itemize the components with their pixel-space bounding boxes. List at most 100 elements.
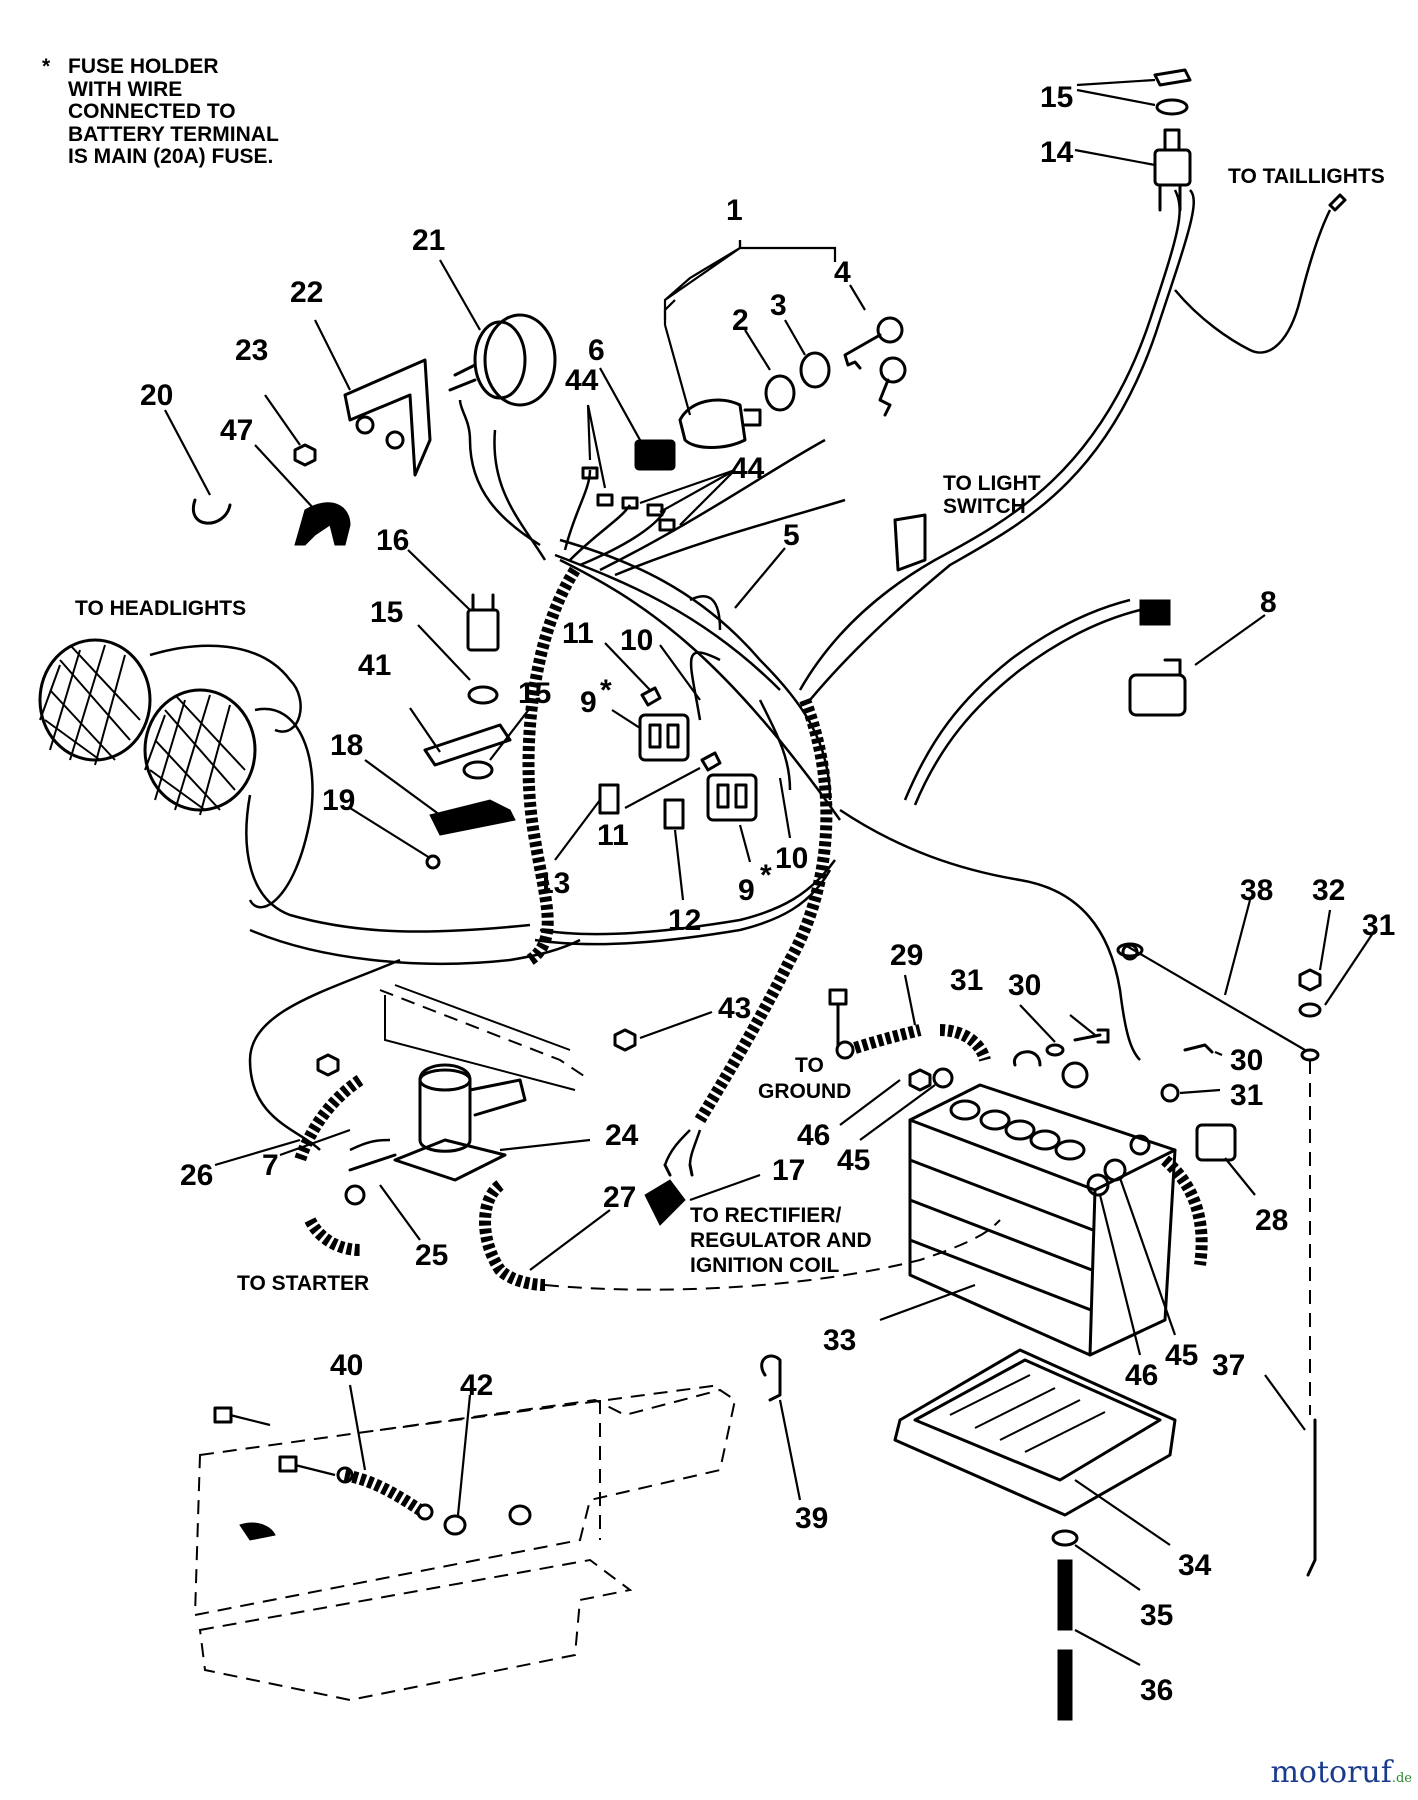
leader-29	[903, 974, 917, 1026]
fuse-clip-11-lower	[700, 751, 722, 772]
solenoid-assembly	[294, 984, 1001, 1291]
leader-30-top	[1069, 1014, 1096, 1036]
fuse-holder-9-lower	[706, 773, 758, 822]
cap-top	[1061, 1061, 1089, 1089]
washer-35	[1051, 1529, 1079, 1547]
ignition-switch-stem	[743, 408, 762, 427]
light-switch-assembly	[893, 513, 1187, 717]
leader-15-lower	[489, 707, 531, 761]
battery-33-corner	[1088, 1188, 1097, 1357]
nut-15-lower-mid	[462, 760, 494, 780]
washer-45-left	[932, 1067, 954, 1089]
rod-38-eye	[1116, 942, 1144, 958]
fuse-clip-11-upper	[640, 686, 662, 707]
harness-branch-meter-2	[493, 429, 547, 561]
key-1-head	[876, 316, 904, 344]
leader-1-bracket	[663, 240, 837, 320]
leader-11-upper	[604, 642, 651, 691]
label-to-rectifier-2: REGULATOR AND	[690, 1229, 872, 1252]
callout-18: 18	[330, 729, 363, 762]
leader-45-left	[859, 1084, 936, 1141]
callout-45-left: 45	[837, 1144, 870, 1177]
washer-2	[764, 374, 796, 412]
harness-taillight-lead	[1174, 209, 1332, 354]
cable-29	[853, 1024, 922, 1054]
switch-14-stem	[1163, 128, 1181, 152]
destination-labels: TO TAILLIGHTS TO LIGHT SWITCH TO HEADLIG…	[75, 165, 1385, 1295]
watermark-tld: .de	[1391, 1771, 1412, 1786]
rectifier-connector	[644, 1163, 694, 1226]
callout-31-mid: 31	[1230, 1079, 1263, 1112]
harness-branch-8b	[913, 608, 1141, 806]
callout-15-mid: 15	[370, 596, 403, 629]
nut-3	[799, 351, 831, 389]
ignition-switch-assembly	[634, 316, 907, 471]
headlight-feed-2	[249, 928, 581, 965]
leader-31-mid	[1179, 1088, 1221, 1095]
washer-42	[443, 1514, 467, 1536]
leader-44-upper	[586, 404, 607, 489]
leader-2	[744, 329, 771, 371]
callout-43: 43	[718, 992, 751, 1025]
rod-37	[1306, 1418, 1317, 1577]
leader-3	[784, 319, 806, 356]
leader-46-left	[839, 1079, 901, 1126]
terminals-44	[581, 466, 676, 532]
harness-taillight-run-2	[809, 189, 1195, 701]
leader-26	[214, 1138, 301, 1167]
leader-40	[348, 1384, 367, 1471]
cable-40	[343, 1469, 424, 1515]
headlight-left-grille	[39, 644, 141, 766]
harness-branch-light-switch	[599, 438, 826, 572]
leader-23	[264, 394, 301, 446]
battery-cap-3	[1004, 1119, 1036, 1141]
leader-42	[456, 1394, 472, 1516]
leader-18	[364, 759, 441, 816]
switch-8-plug	[1139, 599, 1171, 626]
callout-12: 12	[668, 904, 701, 937]
leader-44-right	[639, 468, 736, 526]
terminal-lug-top	[1129, 1134, 1151, 1156]
callout-8: 8	[1260, 586, 1277, 619]
light-switch-connector	[893, 513, 927, 572]
watermark-brand: motoruf	[1270, 1755, 1392, 1790]
fuse-12	[663, 798, 685, 830]
leader-20	[164, 409, 211, 496]
cable-27-route	[544, 1219, 1001, 1291]
small-hardware-left	[191, 443, 351, 546]
leader-15-mid	[417, 624, 471, 681]
key-2-blade	[878, 378, 892, 417]
sleeve-36-lower	[1057, 1649, 1073, 1721]
bolt-40-lower-head	[278, 1455, 298, 1473]
callout-11-lower: 11	[597, 819, 629, 852]
leader-32	[1318, 909, 1332, 971]
leader-21	[439, 259, 481, 331]
callout-15-right: 15	[518, 677, 551, 710]
callout-42: 42	[460, 1369, 493, 1402]
callout-10-lower: 10	[775, 842, 808, 875]
leader-28	[1224, 1157, 1256, 1196]
callout-9-lower: 9	[738, 874, 755, 907]
bolt-25-shank	[348, 1153, 397, 1172]
bolt-25-head	[344, 1184, 366, 1206]
headlight-left	[38, 638, 152, 762]
callout-17: 17	[772, 1154, 805, 1187]
taillight-plug	[1328, 193, 1347, 212]
battery-cap-1	[949, 1099, 981, 1121]
terminal-44-b	[596, 493, 614, 507]
bracket-hole-right	[385, 430, 405, 450]
callout-15-top: 15	[1040, 81, 1073, 114]
leader-9-lower	[738, 824, 752, 863]
footnote-asterisk: *	[42, 55, 51, 78]
callout-1: 1	[726, 194, 743, 227]
screw-30-right	[1183, 1043, 1214, 1054]
leader-30-right	[1214, 1050, 1223, 1057]
rod-38	[1124, 944, 1306, 1051]
terminal-44-d	[646, 503, 664, 517]
fuse-13	[598, 783, 620, 815]
ground-cable-assembly	[828, 988, 1110, 1092]
ammeter-bracket	[343, 358, 432, 477]
battery-33-ribs	[908, 1158, 1095, 1312]
bolt-ground-head	[828, 988, 848, 1006]
